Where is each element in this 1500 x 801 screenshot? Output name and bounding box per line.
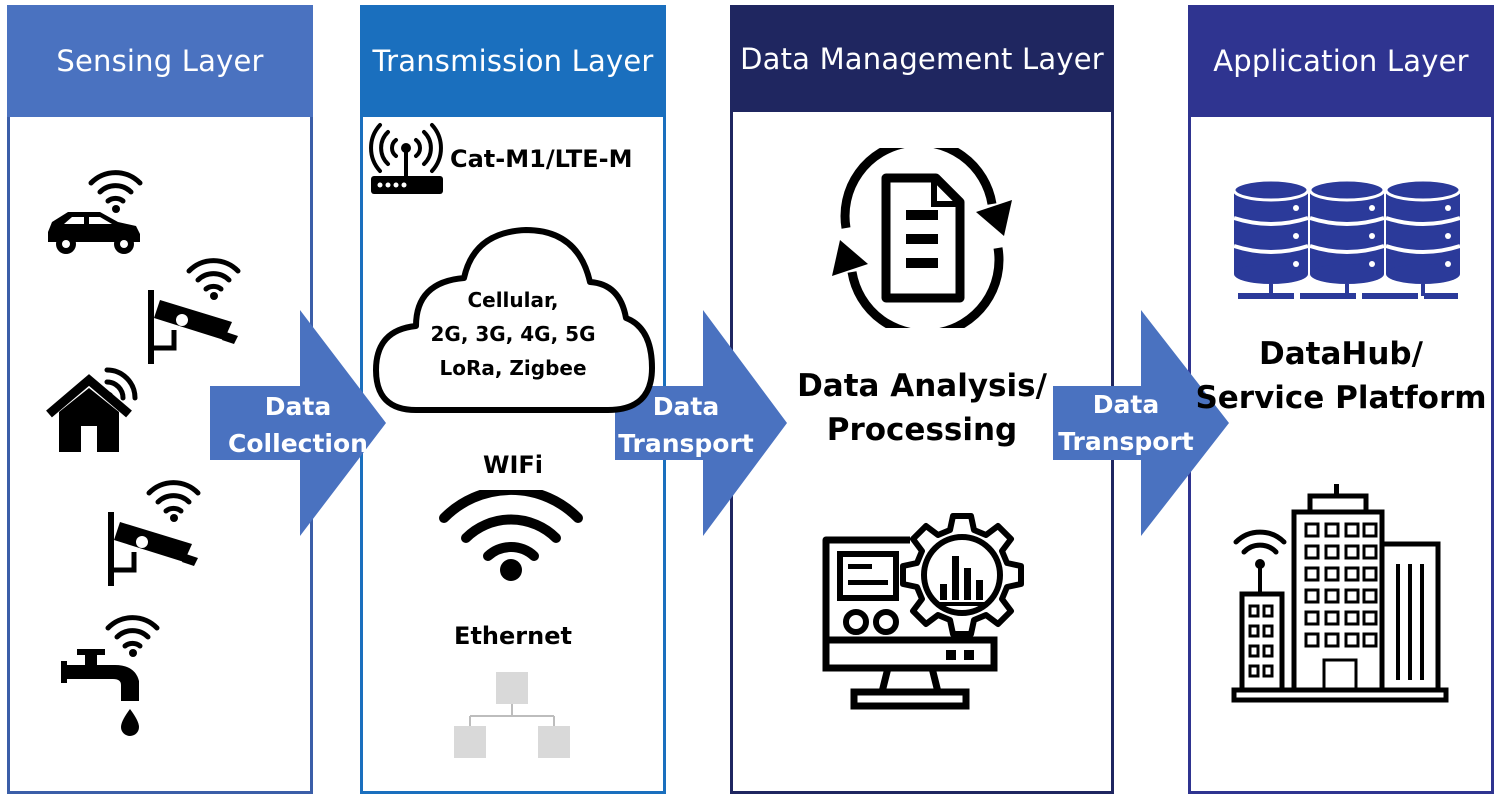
cloud-label-line1: Cellular, xyxy=(467,288,559,312)
application-layer-header: Application Layer xyxy=(1188,5,1494,117)
car-icon xyxy=(48,170,143,254)
sensing-layer-header: Sensing Layer xyxy=(7,5,313,117)
arrow-label-line2: Transport xyxy=(618,429,754,458)
application-layer-title: Application Layer xyxy=(1213,44,1469,78)
data-analysis-label-line2: Processing xyxy=(826,412,1018,448)
wifi-label: WIFi xyxy=(482,451,544,479)
datahub-label-line2: Service Platform xyxy=(1195,380,1487,416)
database-cylinder xyxy=(1232,178,1310,284)
data-transport-arrow-1: Data Transport xyxy=(615,310,787,536)
arrow-label-line1: Data xyxy=(264,392,332,421)
data-management-layer-panel xyxy=(730,5,1114,794)
arrow-label-line1: Data xyxy=(652,392,720,421)
database-server-icon xyxy=(1232,178,1462,299)
router-icon xyxy=(369,123,443,194)
arrow-label-line2: Collection xyxy=(228,429,368,458)
sensing-layer-title: Sensing Layer xyxy=(56,44,264,78)
house-icon xyxy=(46,367,138,452)
arrow-label-line1: Data xyxy=(1092,390,1160,419)
cctv-camera-icon xyxy=(108,480,201,586)
ethernet-label: Ethernet xyxy=(454,622,572,650)
data-management-layer-title: Data Management Layer xyxy=(740,41,1104,76)
router-label: Cat-M1/LTE-M xyxy=(450,145,633,173)
data-management-layer-header: Data Management Layer xyxy=(730,5,1114,112)
document-sync-icon xyxy=(832,148,1012,328)
cloud-icon xyxy=(373,227,655,413)
smart-city-buildings-icon xyxy=(1231,484,1449,703)
data-collection-arrow: Data Collection xyxy=(210,310,386,536)
arrow-label-line2: Transport xyxy=(1058,427,1194,456)
monitor-analytics-gear-icon xyxy=(822,513,1024,710)
transmission-layer-title: Transmission Layer xyxy=(372,44,654,78)
water-tap-icon xyxy=(61,615,160,736)
transmission-layer-header: Transmission Layer xyxy=(360,5,666,117)
cloud-label-line3: LoRa, Zigbee xyxy=(439,356,587,380)
ethernet-network-icon xyxy=(454,672,570,758)
datahub-label-line1: DataHub/ xyxy=(1259,336,1423,372)
cctv-camera-icon xyxy=(148,258,241,364)
data-transport-arrow-2: Data Transport xyxy=(1053,310,1229,536)
data-analysis-label-line1: Data Analysis/ xyxy=(797,368,1047,404)
cloud-label-line2: 2G, 3G, 4G, 5G xyxy=(430,322,596,346)
wifi-icon xyxy=(439,490,583,581)
